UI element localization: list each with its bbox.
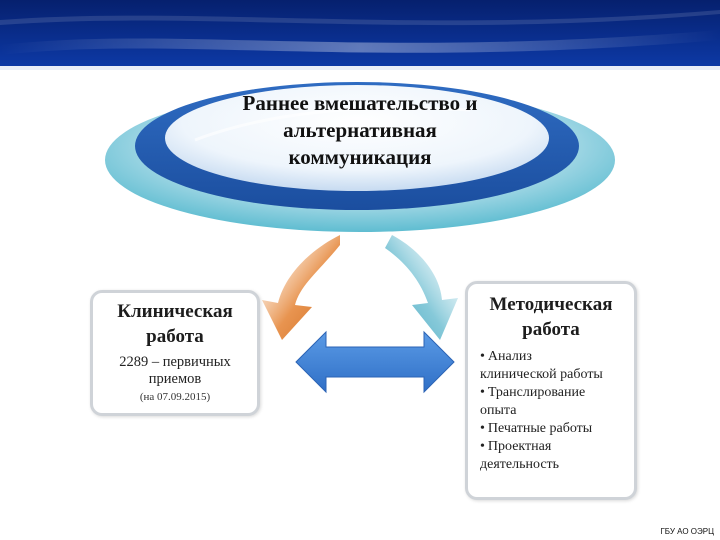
list-item: •Транслирование опыта bbox=[480, 384, 630, 420]
bullet-icon: • bbox=[480, 385, 485, 400]
methodical-work-box: Методическая работа •Анализ клинической … bbox=[465, 281, 637, 500]
bullet-icon: • bbox=[480, 439, 485, 454]
title-line: Методическая bbox=[489, 294, 613, 315]
list-item: •Проектная деятельность bbox=[480, 438, 630, 474]
footer-organization: ГБУ АО ОЭРЦ bbox=[660, 527, 714, 536]
title-line: работа bbox=[146, 326, 204, 347]
clinical-work-box: Клиническая работа 2289 – первичных прие… bbox=[90, 290, 260, 416]
primary-visits-count: 2289 – первичных приемов bbox=[93, 354, 257, 388]
list-item: •Анализ клинической работы bbox=[480, 348, 630, 384]
clinical-work-title: Клиническая работа bbox=[93, 299, 257, 349]
title-line: коммуникация bbox=[288, 145, 432, 169]
bullet-icon: • bbox=[480, 349, 485, 364]
title-line: Клиническая bbox=[117, 301, 233, 322]
item-text: Транслирование bbox=[487, 385, 586, 400]
title-line: Раннее вмешательство и bbox=[242, 91, 478, 115]
title-line: работа bbox=[522, 319, 580, 340]
item-text: деятельность bbox=[480, 457, 560, 472]
bullet-icon: • bbox=[480, 421, 485, 436]
top-ellipse-face bbox=[165, 85, 549, 191]
methodical-work-title: Методическая работа bbox=[468, 292, 634, 342]
double-arrow bbox=[295, 330, 455, 394]
item-text: клинической работы bbox=[480, 367, 603, 382]
count-line: 2289 – первичных bbox=[119, 354, 231, 370]
title-line: альтернативная bbox=[283, 118, 437, 142]
header-banner bbox=[0, 0, 720, 70]
item-text: Печатные работы bbox=[487, 421, 593, 436]
count-line: приемов bbox=[148, 371, 202, 387]
count-date: (на 07.09.2015) bbox=[139, 391, 211, 403]
list-item: •Печатные работы bbox=[480, 420, 630, 438]
orange-curved-arrow bbox=[262, 235, 340, 340]
item-text: опыта bbox=[480, 403, 517, 418]
item-text: Анализ bbox=[487, 349, 532, 364]
central-topic-title: Раннее вмешательство и альтернативная ко… bbox=[200, 90, 520, 171]
teal-curved-arrow bbox=[385, 235, 458, 340]
item-text: Проектная bbox=[487, 439, 552, 454]
methodical-work-list: •Анализ клинической работы •Транслирован… bbox=[468, 348, 634, 474]
